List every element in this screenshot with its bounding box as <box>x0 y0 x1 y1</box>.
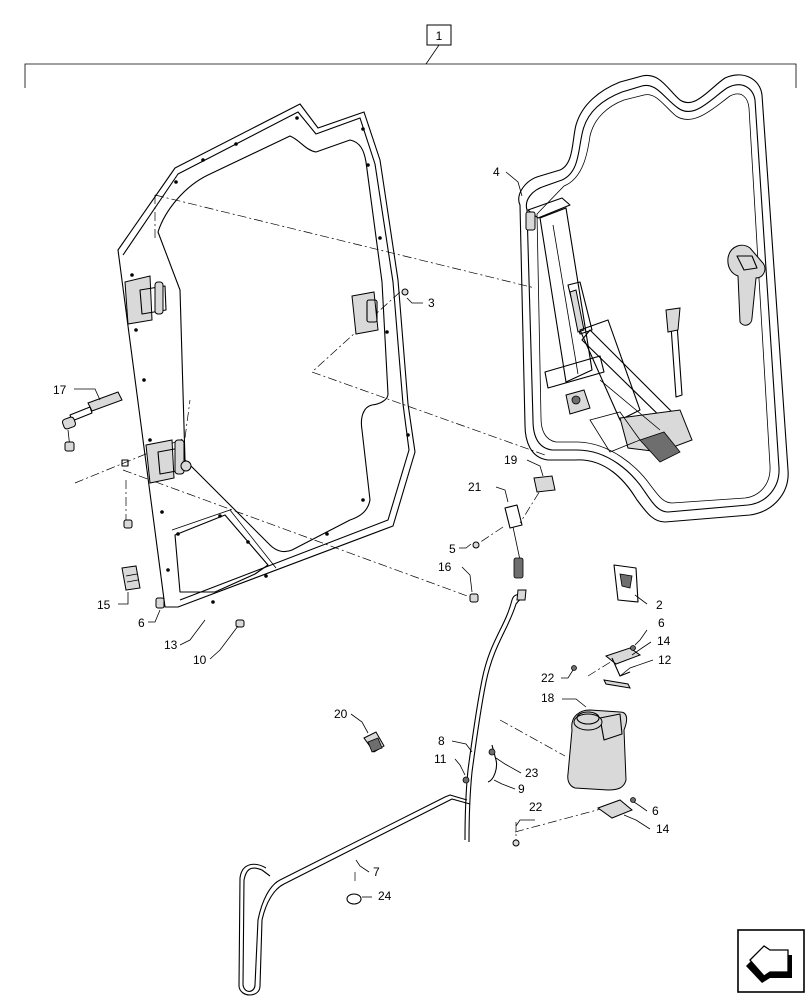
callout-9: 9 <box>518 782 525 796</box>
callout-12: 12 <box>658 653 672 667</box>
door-seal-outer <box>518 74 789 523</box>
callout-17: 17 <box>53 383 67 397</box>
gas-strut <box>61 391 133 529</box>
small-hardware <box>121 288 556 753</box>
door-glass-edge <box>536 93 771 504</box>
callout-10: 10 <box>193 653 207 667</box>
callout-15: 15 <box>97 598 111 612</box>
callout-23: 23 <box>525 766 539 780</box>
decal <box>613 564 639 603</box>
part-15-clip <box>121 565 141 591</box>
callout-4: 4 <box>493 165 500 179</box>
callout-8: 8 <box>438 734 445 748</box>
callout-2: 2 <box>656 598 663 612</box>
door-frame-inner-edge <box>122 111 410 601</box>
leader-lines <box>74 171 654 898</box>
assembly-label: 1 <box>436 29 443 43</box>
callout-22a: 22 <box>541 671 555 685</box>
latch-bracket <box>351 291 379 335</box>
callout-19: 19 <box>504 453 518 467</box>
window-regulator <box>525 197 693 463</box>
callout-3: 3 <box>428 296 435 310</box>
door-seal-inner <box>525 84 780 513</box>
callout-6b: 6 <box>658 616 665 630</box>
callout-6c: 6 <box>652 804 659 818</box>
callout-11: 11 <box>434 752 447 766</box>
callout-numbers: 4 3 17 19 21 5 16 15 6 13 10 2 6 14 12 2… <box>53 165 672 903</box>
assembly-bracket-line <box>24 44 797 88</box>
hose-7 <box>242 794 468 992</box>
callout-14b: 14 <box>656 822 670 836</box>
door-frame-outline <box>117 103 416 608</box>
frame-bolt-holes <box>130 116 410 604</box>
door-handle <box>727 244 766 326</box>
door-frame <box>117 103 416 608</box>
door-frame-window-opening <box>157 135 389 553</box>
upper-hinge <box>124 275 167 325</box>
callout-21: 21 <box>468 480 482 494</box>
callout-24: 24 <box>378 889 392 903</box>
washer-reservoir <box>567 645 642 819</box>
clamp-24 <box>346 893 362 905</box>
bracket-upper <box>604 647 642 665</box>
door-frame-lower-opening <box>174 514 269 593</box>
callout-13: 13 <box>164 638 178 652</box>
callout-7: 7 <box>373 865 380 879</box>
assembly-bracket: 1 <box>24 24 797 88</box>
part-21-switch <box>504 504 523 529</box>
callout-6a: 6 <box>138 616 145 630</box>
callout-18: 18 <box>541 691 555 705</box>
door-glass-assembly <box>518 74 789 523</box>
callout-5: 5 <box>449 542 456 556</box>
washer-hoses <box>238 589 527 996</box>
callout-20: 20 <box>334 707 348 721</box>
callout-22b: 22 <box>529 800 543 814</box>
callout-14a: 14 <box>657 634 671 648</box>
callout-16: 16 <box>438 560 452 574</box>
next-page-arrow-icon[interactable] <box>737 929 805 993</box>
reservoir-body <box>567 709 628 791</box>
part-19-pad <box>533 475 556 493</box>
lower-hinge <box>145 439 192 484</box>
